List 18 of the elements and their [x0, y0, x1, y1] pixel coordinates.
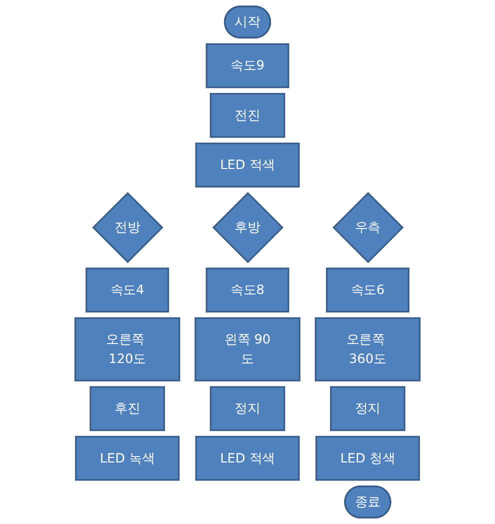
node-box: 오른쪽 120도 — [74, 317, 180, 382]
node-box: LED 적색 — [195, 436, 300, 481]
node-box: LED 청색 — [315, 436, 420, 481]
node-box: 속도8 — [206, 268, 290, 312]
node-diamond: 후방 — [212, 192, 284, 264]
node-box: LED 녹색 — [75, 436, 180, 481]
node-box: 왼쪽 90도 — [194, 317, 300, 382]
node-box: LED 적색 — [195, 142, 300, 188]
node-box: 속도4 — [86, 268, 170, 312]
node-box: 후진 — [90, 386, 165, 432]
node-box: 정지 — [330, 386, 406, 432]
node-box: 속도9 — [206, 43, 290, 88]
node-box: 오른쪽 360도 — [314, 317, 421, 382]
node-diamond: 전방 — [92, 192, 164, 264]
node-diamond: 우측 — [332, 192, 404, 264]
node-box: 전진 — [210, 92, 286, 138]
node-box: 속도6 — [326, 268, 410, 312]
node-box: 정지 — [210, 386, 286, 432]
